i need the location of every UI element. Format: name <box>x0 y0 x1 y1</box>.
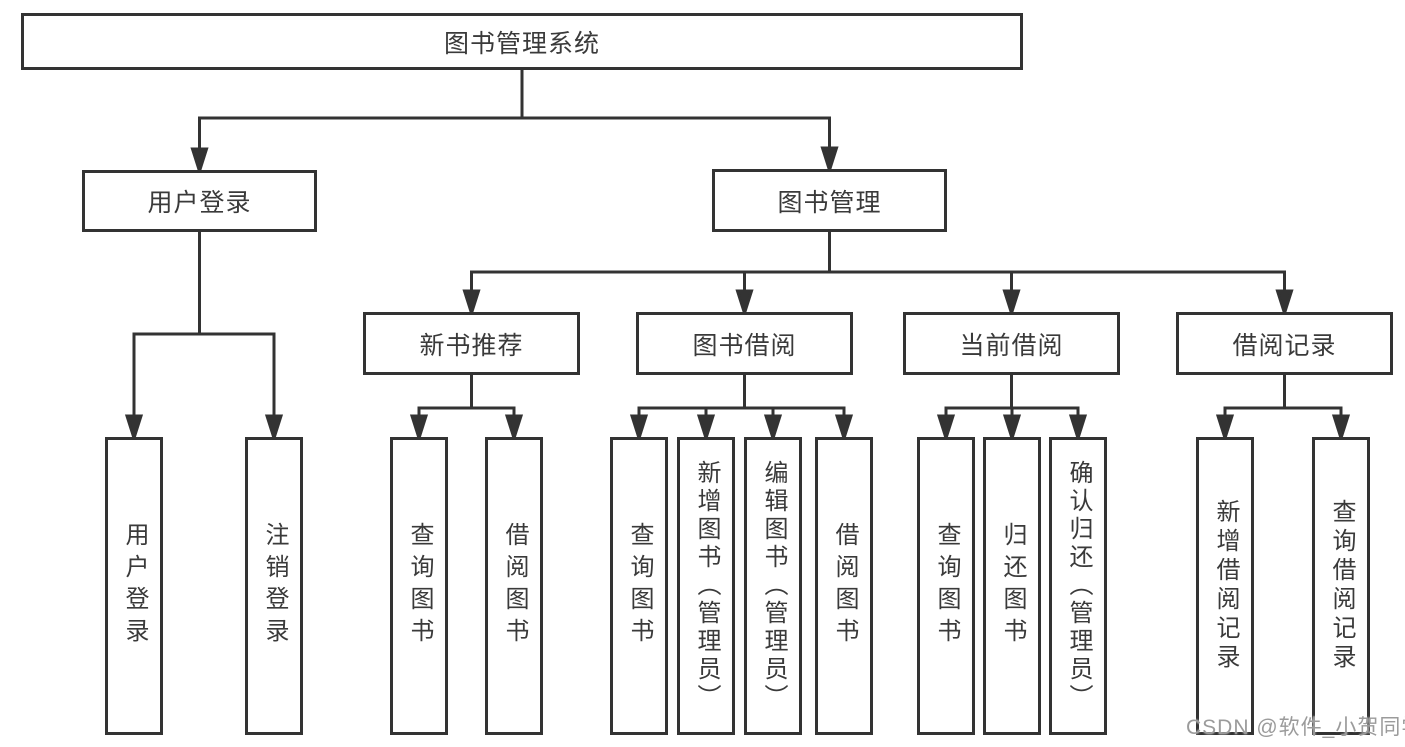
node-leaf-edit-book-admin: 编辑图书（管理员） <box>744 437 802 735</box>
node-leaf-query-books-3: 查询图书 <box>917 437 975 735</box>
node-leaf-logout: 注销登录 <box>245 437 303 735</box>
node-leaf-borrow-books-1: 借阅图书 <box>485 437 543 735</box>
node-leaf-confirm-return-admin: 确认归还（管理员） <box>1049 437 1107 735</box>
node-leaf-borrow-books-2: 借阅图书 <box>815 437 873 735</box>
node-current-borrow: 当前借阅 <box>903 312 1120 375</box>
watermark: CSDN @软件_小贺同学 <box>1186 716 1405 739</box>
node-leaf-query-books-1: 查询图书 <box>390 437 448 735</box>
node-user-login: 用户登录 <box>82 170 317 232</box>
node-leaf-user-login: 用户登录 <box>105 437 163 735</box>
node-leaf-add-borrow-record: 新增借阅记录 <box>1196 437 1254 735</box>
node-book-management: 图书管理 <box>712 169 947 232</box>
node-borrow-records: 借阅记录 <box>1176 312 1393 375</box>
node-root: 图书管理系统 <box>21 13 1023 70</box>
node-leaf-query-borrow-record: 查询借阅记录 <box>1312 437 1370 735</box>
node-leaf-query-books-2: 查询图书 <box>610 437 668 735</box>
node-book-borrow: 图书借阅 <box>636 312 853 375</box>
node-new-book-recommend: 新书推荐 <box>363 312 580 375</box>
node-leaf-return-book: 归还图书 <box>983 437 1041 735</box>
node-leaf-add-book-admin: 新增图书（管理员） <box>677 437 735 735</box>
